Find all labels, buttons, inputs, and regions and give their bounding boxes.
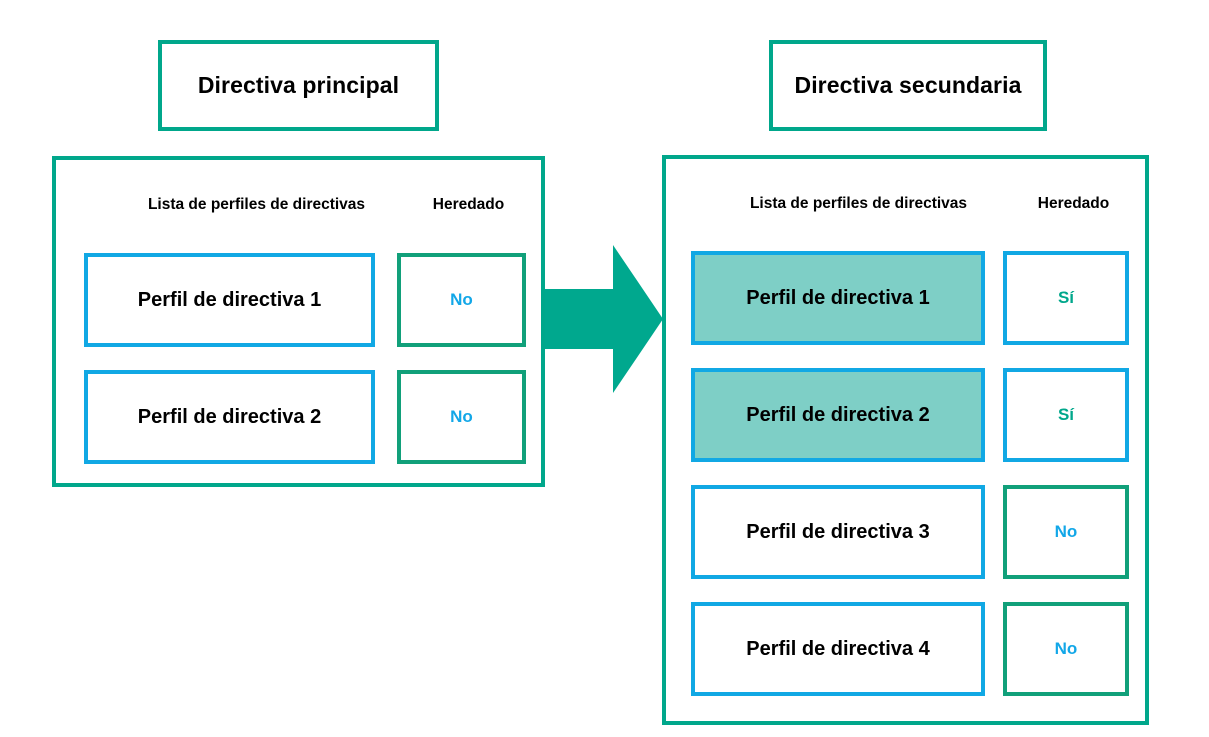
profile-label: Perfil de directiva 1 [137,288,322,311]
profile-box[interactable]: Perfil de directiva 1 [691,251,985,345]
inherited-status-label: No [1054,639,1078,658]
secondary-column-headers: Lista de perfiles de directivas Heredado [666,195,1145,223]
inherited-status-box[interactable]: No [397,370,526,464]
primary-policy-title-box: Directiva principal [158,40,439,131]
secondary-header-inherited: Heredado [1037,195,1110,212]
primary-column-headers: Lista de perfiles de directivas Heredado [56,196,541,224]
primary-header-inherited: Heredado [432,196,505,213]
primary-policy-panel: Lista de perfiles de directivas Heredado… [52,156,545,487]
inherited-status-box[interactable]: Sí [1003,368,1129,462]
inherited-status-label: No [1054,522,1078,541]
profile-label: Perfil de directiva 4 [746,637,930,660]
inherited-status-box[interactable]: No [1003,485,1129,579]
secondary-policy-title-text: Directiva secundaria [794,72,1022,98]
secondary-policy-panel: Lista de perfiles de directivas Heredado… [662,155,1149,725]
profile-box[interactable]: Perfil de directiva 3 [691,485,985,579]
primary-policy-title-text: Directiva principal [197,72,400,98]
inherited-status-box[interactable]: No [397,253,526,347]
secondary-header-profile-list: Lista de perfiles de directivas [749,195,968,212]
profile-label: Perfil de directiva 2 [746,403,930,426]
inherited-status-label: No [450,290,473,309]
inherited-status-label: Sí [1057,405,1075,424]
secondary-policy-title-box: Directiva secundaria [769,40,1047,131]
profile-label: Perfil de directiva 1 [746,286,930,309]
profile-label: Perfil de directiva 2 [137,405,322,428]
primary-header-profile-list: Lista de perfiles de directivas [147,196,366,213]
profile-label: Perfil de directiva 3 [746,520,930,543]
arrow-right-icon [545,245,663,393]
inherited-status-label: Sí [1057,288,1075,307]
profile-box[interactable]: Perfil de directiva 2 [691,368,985,462]
profile-box[interactable]: Perfil de directiva 2 [84,370,375,464]
profile-box[interactable]: Perfil de directiva 1 [84,253,375,347]
profile-box[interactable]: Perfil de directiva 4 [691,602,985,696]
inherited-status-label: No [450,407,473,426]
inherited-status-box[interactable]: Sí [1003,251,1129,345]
inherited-status-box[interactable]: No [1003,602,1129,696]
